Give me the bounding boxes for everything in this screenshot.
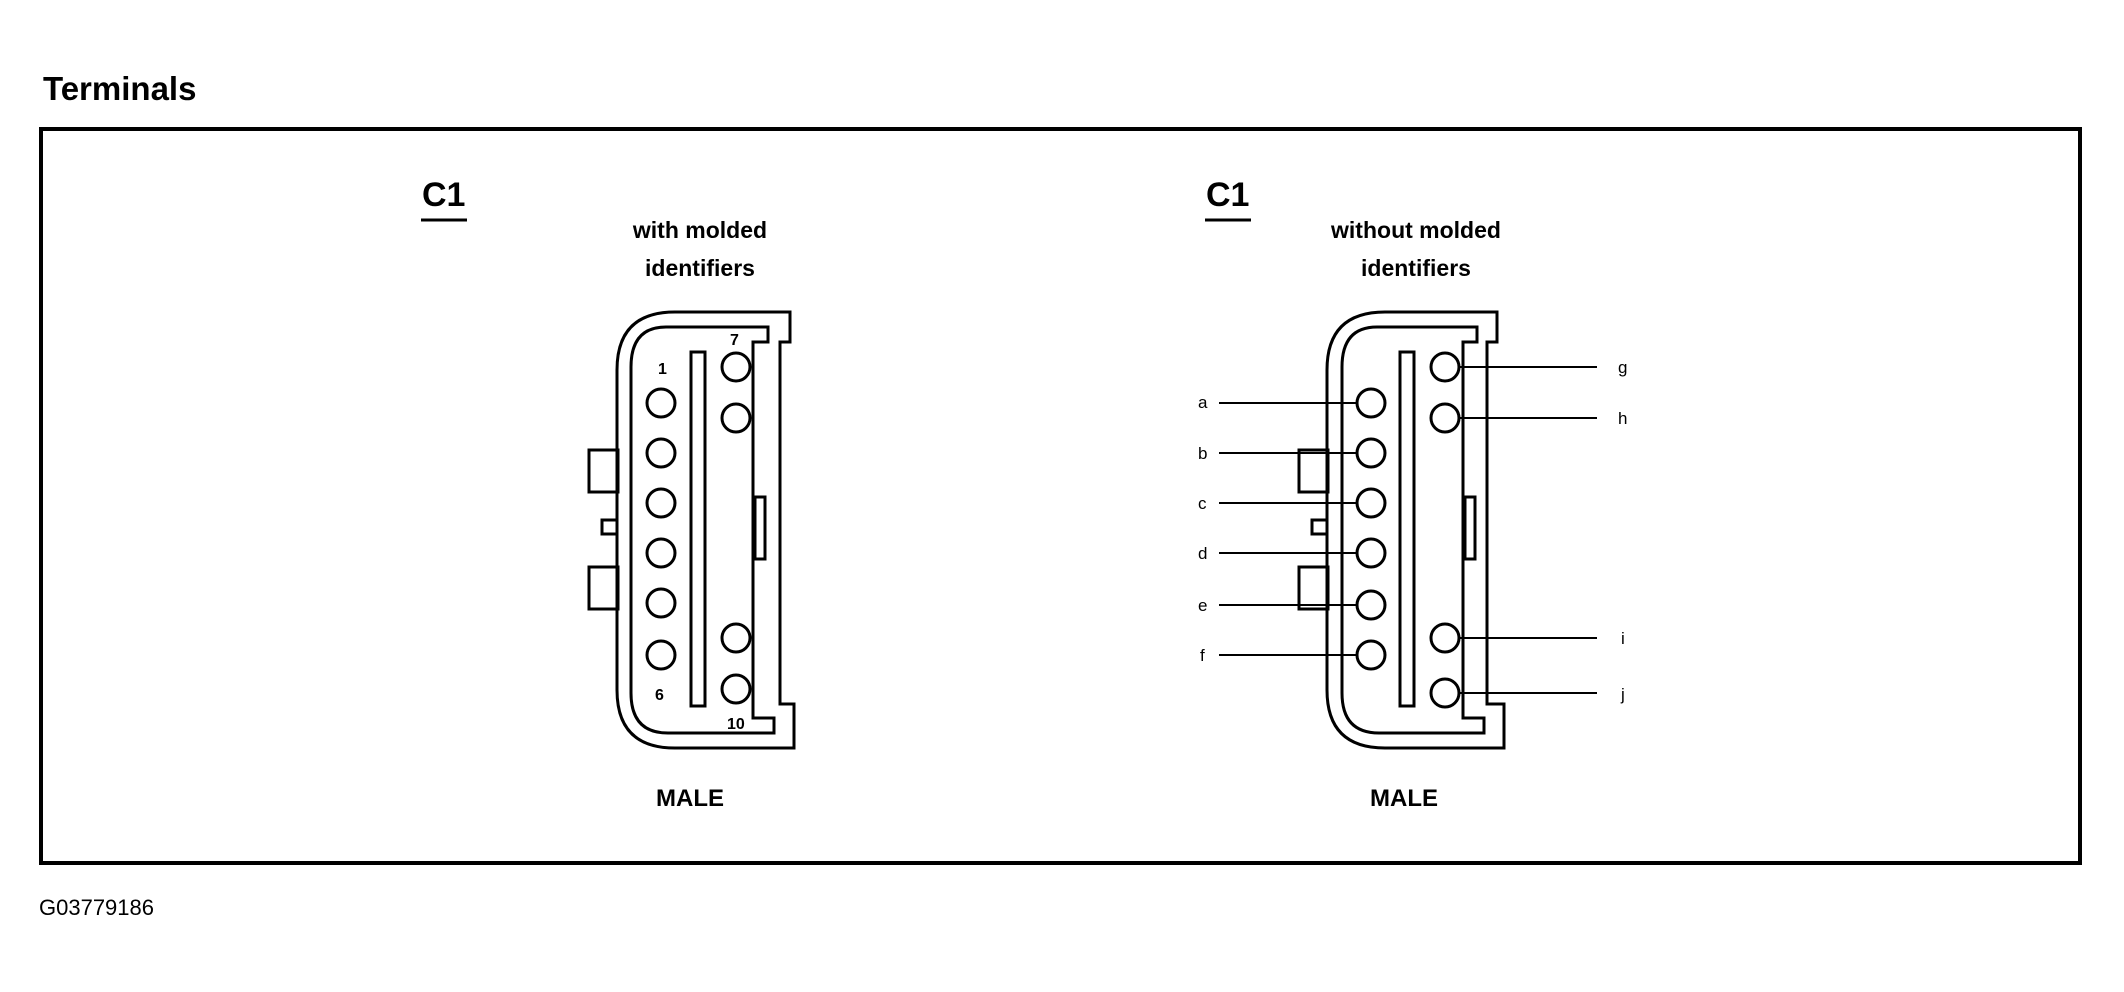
center-rib [689,350,707,708]
terminal-cavity [1429,622,1461,654]
connector-subtitle-line1: without molded [1330,217,1501,243]
connector-subtitle-line2: identifiers [1361,255,1471,281]
outer-key [1310,518,1329,536]
terminal-cavity [720,673,752,705]
terminal-cavity [1355,437,1387,469]
inner-key [753,495,767,561]
pin-number-10: 10 [727,716,745,733]
terminal-cavities-right [1355,351,1461,709]
terminal-letter-i: i [1621,629,1625,648]
diagram-frame [39,127,2082,865]
connector-housing [615,310,796,750]
connector-gender: MALE [1370,785,1438,812]
connector-subtitle-line1: with molded [632,217,767,243]
terminal-letter-j: j [1620,685,1625,704]
leader-lines [1219,366,1597,694]
center-rib [1398,350,1416,708]
connector-housing [1325,310,1506,750]
terminal-cavity [645,639,677,671]
connector-gender: MALE [656,785,724,812]
terminal-cavity [1355,639,1387,671]
terminal-cavity [645,537,677,569]
connector-without-molded-identifiers: C1 without molded identifiers [1198,176,1627,812]
terminal-cavity [645,587,677,619]
terminal-letter-a: a [1198,393,1208,412]
page-title: Terminals [43,70,197,107]
terminal-cavity [1429,677,1461,709]
connector-subtitle-line2: identifiers [645,255,755,281]
terminal-cavity [645,387,677,419]
terminal-cavity [1355,387,1387,419]
terminal-cavity [645,437,677,469]
outer-latch-bottom [1297,565,1330,611]
terminal-cavity [1355,537,1387,569]
terminal-letters: a b c d e f g h i j [1198,358,1627,704]
terminal-cavity [720,622,752,654]
terminal-cavity [720,402,752,434]
outer-key [600,518,619,536]
terminal-letter-g: g [1618,358,1627,377]
terminal-cavity [1429,351,1461,383]
terminal-letter-d: d [1198,544,1207,563]
pin-number-1: 1 [658,361,667,378]
terminal-cavities-left [645,351,752,705]
terminal-cavity [720,351,752,383]
outer-latch-top [587,448,620,494]
inner-key [1463,495,1477,561]
connector-name: C1 [1206,176,1249,214]
terminal-cavity [1355,589,1387,621]
terminal-letter-f: f [1200,646,1205,665]
terminal-cavity [1429,402,1461,434]
pin-number-6: 6 [655,687,664,704]
terminal-letter-b: b [1198,444,1207,463]
terminal-letter-c: c [1198,494,1207,513]
terminal-letter-e: e [1198,596,1207,615]
pin-number-7: 7 [730,332,739,349]
outer-latch-top [1297,448,1330,494]
terminal-cavity [645,487,677,519]
terminal-letter-h: h [1618,409,1627,428]
figure-id: G03779186 [39,895,154,920]
connector-with-molded-identifiers: C1 with molded identifiers 1 6 7 10 [421,176,796,812]
outer-latch-bottom [587,565,620,611]
terminal-cavity [1355,487,1387,519]
connector-name: C1 [422,176,465,214]
